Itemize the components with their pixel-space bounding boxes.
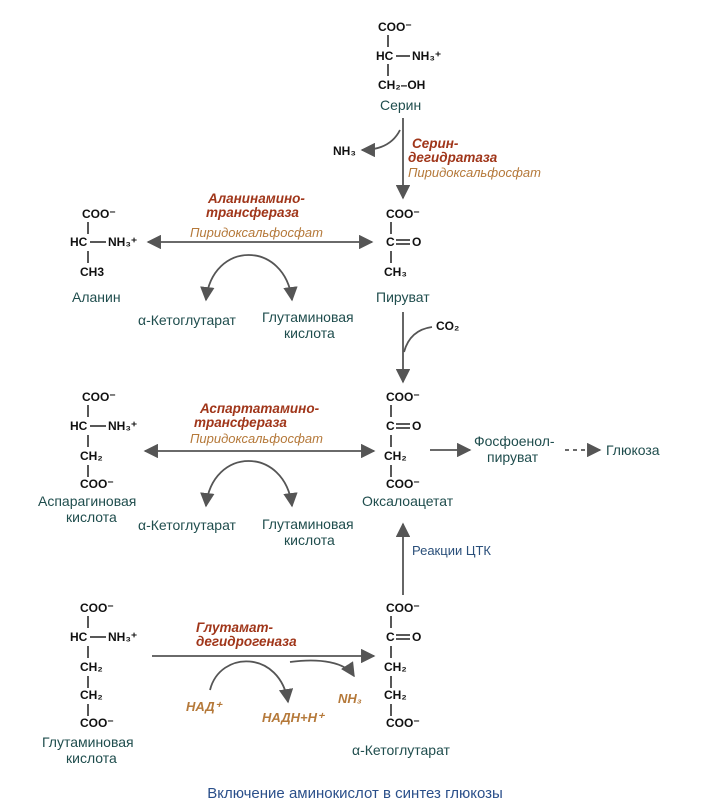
glutamic-label-1: Глутаминовая bbox=[42, 734, 134, 750]
glucose-label: Глюкоза bbox=[606, 442, 660, 458]
pyruvate-label: Пируват bbox=[376, 289, 430, 305]
nad-arrow bbox=[209, 660, 294, 704]
alanine-glutamic-2: кислота bbox=[284, 325, 335, 341]
oxaloacetate-structure: COO⁻ C O CH₂ COO⁻ bbox=[384, 390, 421, 491]
figure-caption: Включение аминокислот в синтез глюкозы bbox=[207, 785, 503, 802]
aspartate-coo2: COO⁻ bbox=[80, 477, 114, 491]
aspartate-ketoglutarate: α-Кетоглутарат bbox=[138, 517, 237, 533]
oxaloacetate-coo2: COO⁻ bbox=[386, 477, 420, 491]
alanine-coupled-arrow bbox=[200, 254, 298, 302]
serine-dehydratase-2: дегидратаза bbox=[408, 150, 498, 165]
ketoglutarate-c: C bbox=[386, 630, 395, 644]
serine-ch2oh: CH₂–OH bbox=[378, 78, 425, 92]
alanine-ketoglutarate: α-Кетоглутарат bbox=[138, 312, 237, 328]
serine-nh3: NH₃⁺ bbox=[412, 49, 441, 63]
glutamate-dh-1: Глутамат- bbox=[196, 620, 274, 635]
serine-hc: HC bbox=[376, 49, 394, 63]
glutamate-ch2-a: CH₂ bbox=[80, 660, 103, 674]
nh3-release-arrow bbox=[360, 129, 401, 158]
oxaloacetate-coo: COO⁻ bbox=[386, 390, 420, 404]
alanine-ch3: CH3 bbox=[80, 265, 104, 279]
nad-label: НАД⁺ bbox=[186, 699, 224, 714]
ketoglutarate-o: O bbox=[412, 630, 421, 644]
pyruvate-structure: COO⁻ C O CH₃ bbox=[384, 207, 421, 279]
oxaloacetate-ch2: CH₂ bbox=[384, 449, 407, 463]
aspartate-glutamic-2: кислота bbox=[284, 532, 335, 548]
alanine-label: Аланин bbox=[72, 289, 121, 305]
alanine-nh3: NH₃⁺ bbox=[108, 235, 137, 249]
alanine-cofactor: Пиридоксальфосфат bbox=[190, 225, 323, 240]
serine-structure: COO⁻ HC NH₃⁺ CH₂–OH bbox=[376, 20, 441, 92]
aspartate-cofactor: Пиридоксальфосфат bbox=[190, 431, 323, 446]
alanine-transferase-1: Аланинамино- bbox=[207, 191, 305, 206]
co2-join-arrow bbox=[403, 326, 433, 353]
ketoglutarate-structure: COO⁻ C O CH₂ CH₂ COO⁻ bbox=[384, 601, 421, 730]
aspartate-transferase-1: Аспартатамино- bbox=[199, 401, 320, 416]
alanine-hc: HC bbox=[70, 235, 88, 249]
serine-label: Серин bbox=[380, 97, 421, 113]
alanine-structure: COO⁻ HC NH₃⁺ CH3 bbox=[70, 207, 137, 279]
ketoglutarate-ch2-a: CH₂ bbox=[384, 660, 407, 674]
glutamate-coo2: COO⁻ bbox=[80, 716, 114, 730]
oxaloacetate-label: Оксалоацетат bbox=[362, 493, 454, 509]
nh3-out-arrow bbox=[289, 659, 355, 678]
serine-coo: COO⁻ bbox=[378, 20, 412, 34]
pyruvate-coo: COO⁻ bbox=[386, 207, 420, 221]
aspartic-label-2: кислота bbox=[66, 509, 117, 525]
oxaloacetate-c: C bbox=[386, 419, 395, 433]
glutamate-coo: COO⁻ bbox=[80, 601, 114, 615]
ketoglutarate-coo2: COO⁻ bbox=[386, 716, 420, 730]
ketoglutarate-coo: COO⁻ bbox=[386, 601, 420, 615]
alanine-glutamic-1: Глутаминовая bbox=[262, 309, 354, 325]
nadh-label: НАДН+Н⁺ bbox=[262, 710, 326, 725]
serine-dehydratase-1: Серин- bbox=[412, 136, 459, 151]
tca-label: Реакции ЦТК bbox=[412, 543, 491, 558]
alanine-coo: COO⁻ bbox=[82, 207, 116, 221]
pyruvate-o: O bbox=[412, 235, 421, 249]
aspartate-nh3: NH₃⁺ bbox=[108, 419, 137, 433]
pyruvate-c: C bbox=[386, 235, 395, 249]
aspartate-structure: COO⁻ HC NH₃⁺ CH₂ COO⁻ bbox=[70, 390, 137, 491]
glutamate-nh3: NH₃⁺ bbox=[108, 630, 137, 644]
glutamate-dh-2: дегидрогеназа bbox=[196, 634, 297, 649]
nh3-label: NH₃ bbox=[333, 144, 356, 158]
aspartate-coupled-arrow bbox=[200, 460, 298, 508]
pep-label-1: Фосфоенол- bbox=[474, 433, 555, 449]
nh3-brown-label: NH₃ bbox=[338, 691, 362, 706]
serine-cofactor: Пиридоксальфосфат bbox=[408, 165, 541, 180]
ketoglutarate-label: α-Кетоглутарат bbox=[352, 742, 451, 758]
glutamate-ch2-b: CH₂ bbox=[80, 688, 103, 702]
aspartate-hc: HC bbox=[70, 419, 88, 433]
co2-label: CO₂ bbox=[436, 319, 459, 333]
pyruvate-ch3: CH₃ bbox=[384, 265, 407, 279]
pep-label-2: пируват bbox=[487, 449, 539, 465]
ketoglutarate-ch2-b: CH₂ bbox=[384, 688, 407, 702]
aspartic-label-1: Аспарагиновая bbox=[38, 493, 136, 509]
glutamate-hc: HC bbox=[70, 630, 88, 644]
oxaloacetate-o: O bbox=[412, 419, 421, 433]
glutamic-label-2: кислота bbox=[66, 750, 117, 766]
alanine-transferase-2: трансфераза bbox=[206, 205, 299, 220]
aspartate-ch2: CH₂ bbox=[80, 449, 103, 463]
aspartate-glutamic-1: Глутаминовая bbox=[262, 516, 354, 532]
glutamate-structure: COO⁻ HC NH₃⁺ CH₂ CH₂ COO⁻ bbox=[70, 601, 137, 730]
aspartate-transferase-2: трансфераза bbox=[194, 415, 287, 430]
aspartate-coo: COO⁻ bbox=[82, 390, 116, 404]
